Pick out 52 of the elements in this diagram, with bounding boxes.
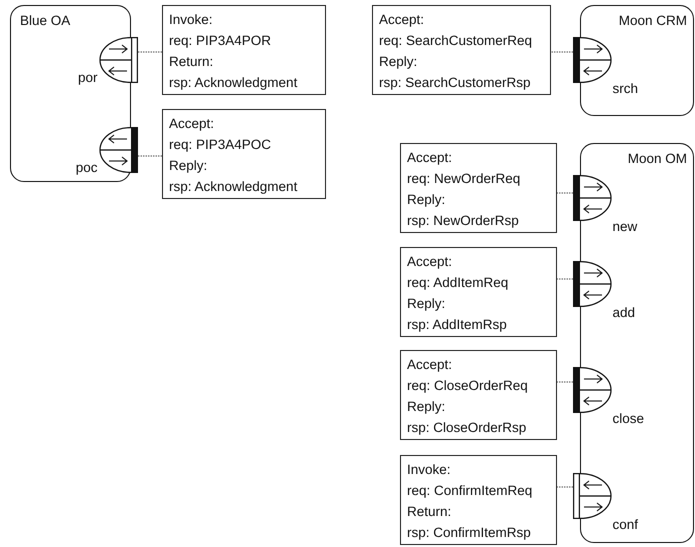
note-text: rsp: SearchCustomerRsp xyxy=(379,74,532,92)
note-box xyxy=(400,143,557,233)
note-text: Accept: xyxy=(379,11,426,29)
connector-line xyxy=(138,155,162,157)
note-text: Invoke: xyxy=(407,461,452,479)
note-text: req: ConfirmItemReq xyxy=(407,482,534,500)
note-text: rsp: ConfirmItemRsp xyxy=(407,524,532,542)
port-label: por xyxy=(78,70,98,86)
port-label: conf xyxy=(612,516,638,532)
note-box xyxy=(162,5,326,95)
note-text: Reply: xyxy=(379,53,418,71)
note-text: Reply: xyxy=(407,191,446,209)
connector-line xyxy=(138,51,162,53)
note-box xyxy=(162,109,326,199)
note-text: req: AddItemReq xyxy=(407,274,510,292)
note-text: Accept: xyxy=(407,356,454,374)
connector-line xyxy=(557,192,573,194)
connector-line xyxy=(557,278,573,280)
note-text: Reply: xyxy=(407,398,446,416)
note-text: rsp: NewOrderRsp xyxy=(407,212,520,230)
note-box xyxy=(400,455,557,545)
note-text: req: PIP3A4POR xyxy=(169,32,272,50)
port-label: add xyxy=(612,304,636,320)
note-text: req: SearchCustomerReq xyxy=(379,32,534,50)
connector-line xyxy=(557,381,573,383)
component-name: Blue OA xyxy=(20,13,70,28)
note-text: rsp: Acknowledgment xyxy=(169,74,298,92)
component-name: Moon OM xyxy=(628,151,687,166)
note-text: Return: xyxy=(407,503,452,521)
connector-line xyxy=(557,486,573,488)
note-text: Accept: xyxy=(407,253,454,271)
note-box xyxy=(372,5,551,95)
note-text: req: CloseOrderReq xyxy=(407,377,529,395)
component-name: Moon CRM xyxy=(618,13,687,28)
note-text: rsp: AddItemRsp xyxy=(407,316,508,334)
port-label: srch xyxy=(612,80,638,96)
note-text: rsp: Acknowledgment xyxy=(169,178,298,196)
note-box xyxy=(400,350,557,440)
port-label: close xyxy=(612,410,644,426)
note-text: req: PIP3A4POC xyxy=(169,136,272,154)
note-box xyxy=(400,247,557,337)
port-label: poc xyxy=(76,160,98,176)
port-label: new xyxy=(612,218,638,234)
note-text: Accept: xyxy=(169,115,216,133)
note-text: Invoke: xyxy=(169,11,214,29)
note-text: Return: xyxy=(169,53,214,71)
note-text: Reply: xyxy=(407,295,446,313)
note-text: req: NewOrderReq xyxy=(407,170,522,188)
note-text: Accept: xyxy=(407,149,454,167)
note-text: rsp: CloseOrderRsp xyxy=(407,419,528,437)
note-text: Reply: xyxy=(169,157,208,175)
connector-line xyxy=(551,51,573,53)
